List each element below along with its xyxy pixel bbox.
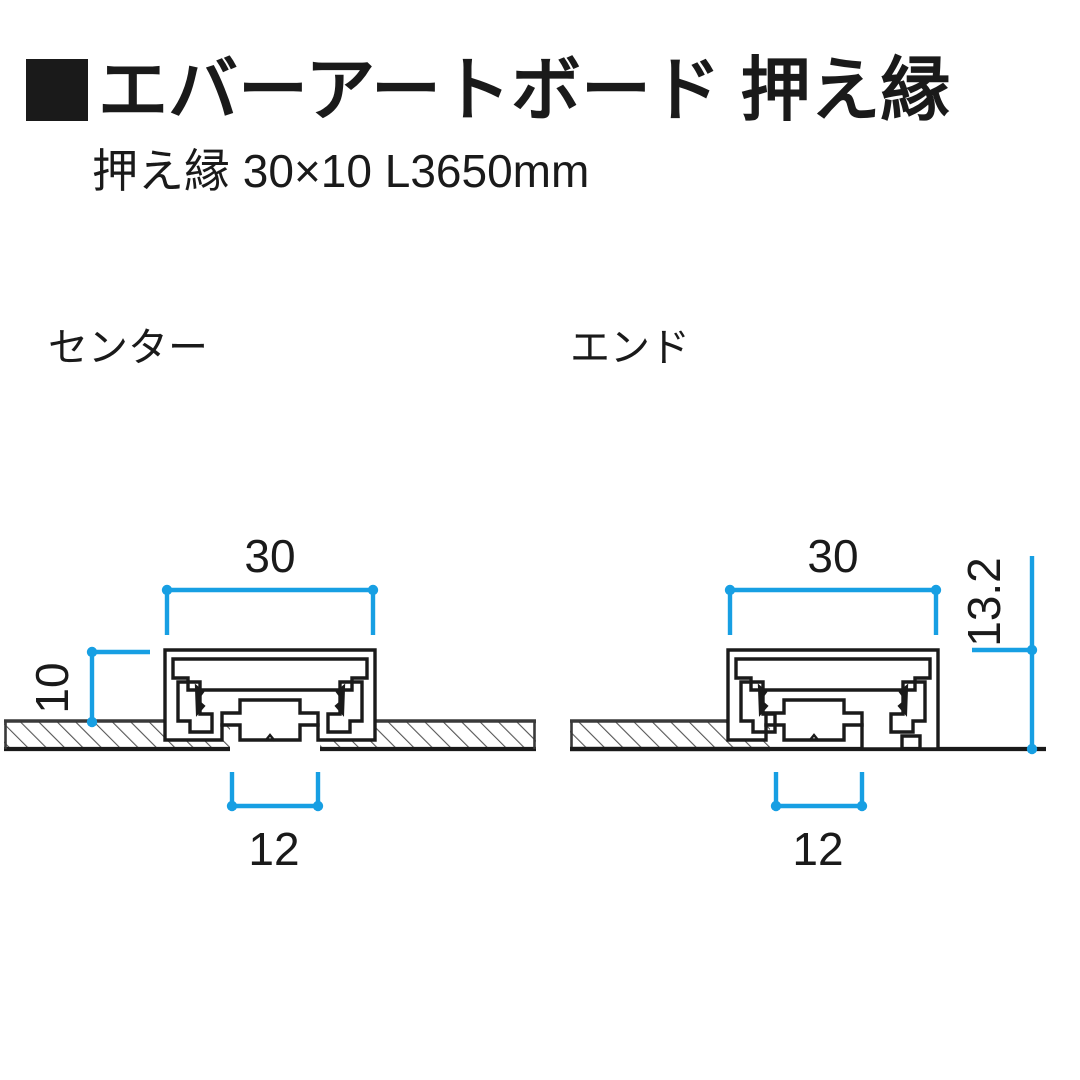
drawing-center: 30 10 12 [0,500,540,900]
dimension-label-groove: 12 [792,823,843,875]
dimension-label-height: 13.2 [958,557,1010,647]
section-caption-center: センター [48,326,208,370]
dimension-label-height: 10 [26,662,78,713]
dimension-height-13-2: 13.2 [958,556,1038,755]
page-title-row: エバーアートボード 押え縁 [26,48,950,132]
dimension-label-width: 30 [244,530,295,582]
profile-cross-section-end [726,648,940,751]
dimension-groove-12: 12 [226,772,324,875]
dimension-width-30: 30 [161,530,379,635]
page-title: エバーアートボード 押え縁 [98,51,951,129]
dimension-label-groove: 12 [248,823,299,875]
drawing-end: 30 13.2 12 [540,500,1080,900]
dimension-width-30: 30 [724,530,942,635]
dimension-groove-12: 12 [770,772,868,875]
dimension-height-10: 10 [26,646,150,728]
section-caption-end: エンド [570,326,690,370]
filled-square-icon [26,59,88,121]
dimension-label-width: 30 [807,530,858,582]
profile-cross-section-center [163,648,377,742]
page-subtitle: 押え縁 30×10 L3650mm [92,145,590,197]
